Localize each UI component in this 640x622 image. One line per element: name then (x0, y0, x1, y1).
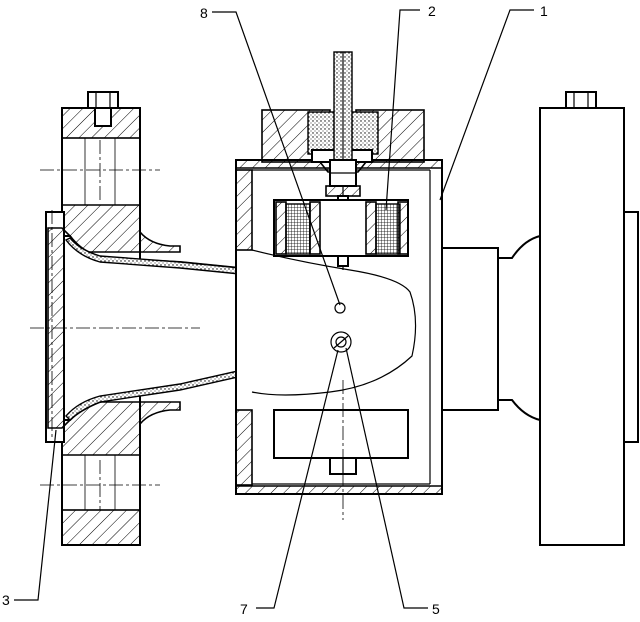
label-1: 1 (540, 3, 548, 19)
left-flange-bolt (87, 91, 119, 127)
right-flange (441, 91, 639, 546)
label-3: 3 (2, 592, 10, 608)
leader-lines (14, 9, 534, 609)
label-7: 7 (240, 601, 248, 617)
label-5: 5 (432, 601, 440, 617)
coil-assembly (273, 199, 409, 257)
bottom-chamber (273, 380, 409, 520)
label-8: 8 (200, 5, 208, 21)
label-2: 2 (428, 3, 436, 19)
sensor-parts (330, 302, 352, 353)
